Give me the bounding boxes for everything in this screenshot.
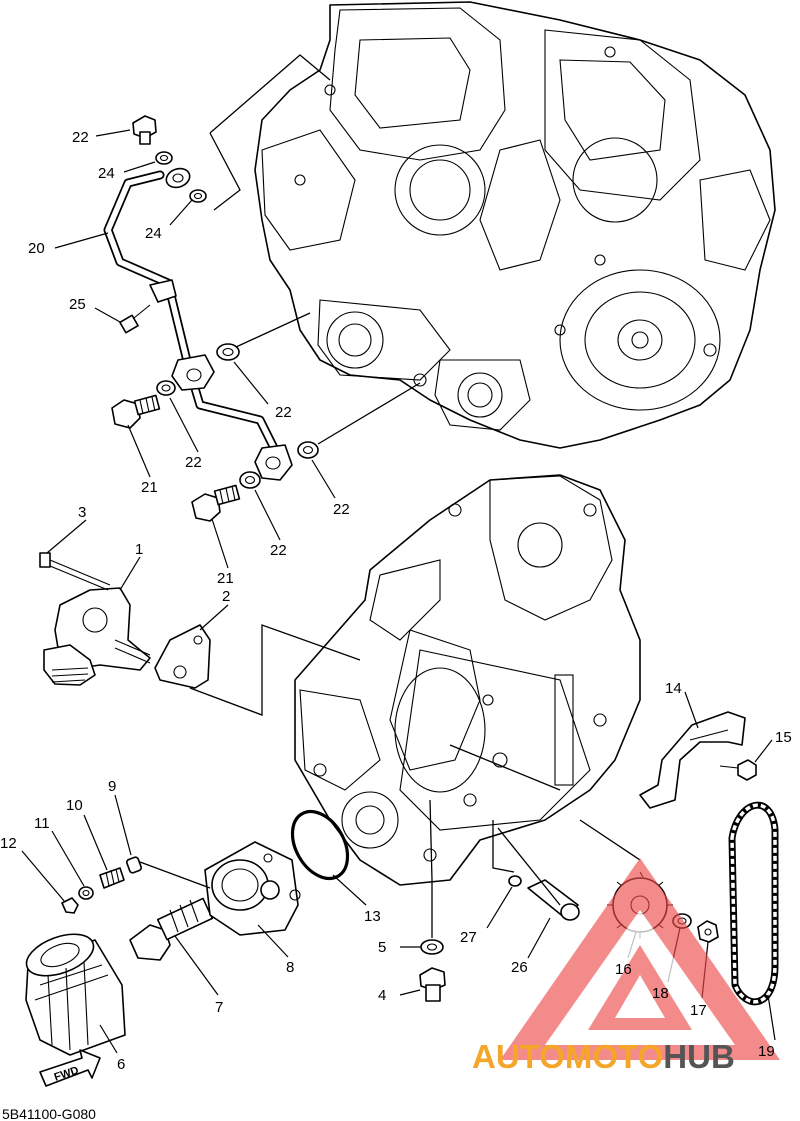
union-bolt-21b [191, 484, 241, 522]
callout-20: 20 [28, 240, 45, 257]
watermark-text: AUTOMOTOHUB [472, 1038, 735, 1075]
oil-pipe-26 [527, 879, 580, 921]
callout-24b: 24 [145, 225, 162, 242]
callout-24a: 24 [98, 165, 115, 182]
assembly-dashed-lines [139, 54, 641, 938]
washer-22-set [156, 343, 319, 489]
callout-6: 6 [117, 1056, 125, 1073]
oil-pump [43, 587, 151, 686]
relief-valve-set [61, 856, 142, 914]
bolt-3 [39, 552, 111, 591]
callout-4: 4 [378, 987, 386, 1004]
chain-guide-14 [639, 711, 746, 809]
o-ring-27 [508, 875, 522, 887]
bolt-15 [719, 759, 757, 781]
washer-24a [155, 151, 173, 165]
oil-filter [25, 933, 126, 1056]
screw-25 [119, 304, 151, 334]
callout-25: 25 [69, 296, 86, 313]
callout-1: 1 [135, 541, 143, 558]
watermark-logo [500, 858, 780, 1060]
callout-12: 12 [0, 835, 17, 852]
callout-18: 18 [652, 985, 669, 1002]
callout-3: 3 [78, 504, 86, 521]
callout-11: 11 [34, 815, 50, 832]
callout-15: 15 [775, 729, 792, 746]
callout-22b: 22 [275, 404, 292, 421]
callout-10: 10 [66, 797, 83, 814]
watermark-prefix: AUTOMOTO [472, 1038, 663, 1075]
callout-9: 9 [108, 778, 116, 795]
callout-22a: 22 [185, 454, 202, 471]
upper-crankcase [254, 1, 776, 449]
callout-7: 7 [215, 999, 223, 1016]
callout-17: 17 [690, 1002, 707, 1019]
callout-21a: 21 [141, 479, 158, 496]
oil-delivery-pipe [103, 167, 293, 481]
callout-27: 27 [460, 929, 477, 946]
gasket-2 [154, 624, 211, 689]
callout-5: 5 [378, 939, 386, 956]
callout-8: 8 [286, 959, 294, 976]
callout-14: 14 [665, 680, 682, 697]
drain-bolt-4 [419, 967, 446, 1002]
callout-22c: 22 [333, 501, 350, 518]
fwd-arrow [39, 1049, 101, 1087]
callout-19: 19 [758, 1043, 775, 1060]
callout-23: 22 [72, 129, 89, 146]
callout-labels: 22 24 24 20 25 21 22 22 22 22 21 3 1 2 9… [0, 129, 792, 1073]
drive-chain-19 [728, 801, 779, 1006]
callout-26: 26 [511, 959, 528, 976]
callout-16: 16 [615, 961, 632, 978]
union-bolt-23 [132, 115, 157, 145]
washer-5 [420, 939, 444, 955]
union-bolt-21a [111, 394, 161, 429]
lower-crankcase [294, 474, 641, 886]
filter-housing [204, 841, 301, 936]
callout-2: 2 [222, 588, 230, 605]
diagram-code: 5B41100-G080 [2, 1106, 96, 1121]
nut-17 [697, 920, 719, 943]
union-7 [129, 897, 214, 961]
washer-24b [189, 189, 207, 203]
callout-21b: 21 [217, 570, 234, 587]
callout-13: 13 [364, 908, 381, 925]
callout-22d: 22 [270, 542, 287, 559]
o-ring [290, 809, 350, 881]
watermark-suffix: HUB [663, 1038, 735, 1075]
